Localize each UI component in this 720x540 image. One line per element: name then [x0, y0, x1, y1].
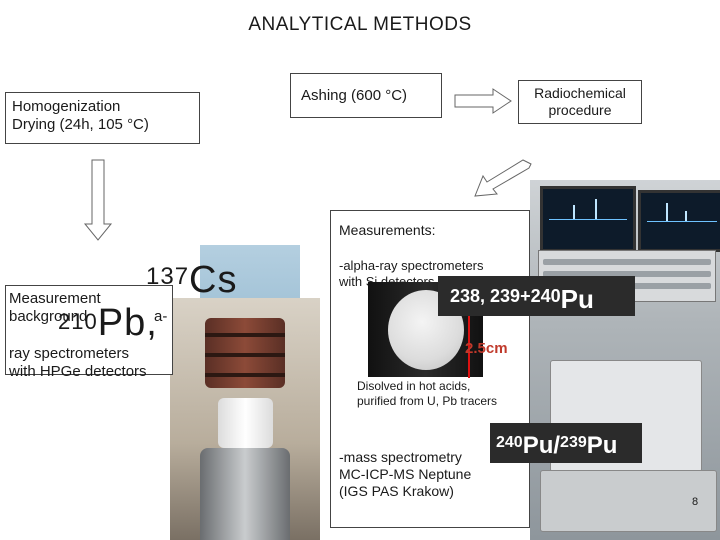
gamma-line1: Measurement [9, 290, 101, 307]
pu-isotopes-label: 238, 239+240Pu [438, 276, 635, 316]
gamma-measurement-box: Measurement background ray spectrometers… [5, 285, 173, 380]
mass-spectrometry-text: -mass spectrometry MC-ICP-MS Neptune (IG… [339, 449, 471, 500]
arrow-homogenization-down [83, 159, 113, 241]
gamma-line3: ray spectrometers [9, 345, 130, 362]
mass-line1: -mass spectrometry [339, 449, 462, 465]
cs137-label: 137Cs [146, 259, 238, 301]
lab-instruments-photo [530, 180, 720, 540]
gamma-line4: with HPGe detectors [9, 363, 147, 380]
hpge-detector-photo [170, 298, 320, 540]
spectrum-monitor-2 [638, 190, 720, 252]
ashing-box: Ashing (600 °C) [290, 73, 442, 118]
mass-line3: (IGS PAS Krakow) [339, 483, 454, 499]
dissolved-text: Disolved in hot acids, purified from U, … [357, 379, 497, 409]
pu-ratio-label: 240Pu/239Pu [490, 423, 642, 463]
ashing-label: Ashing (600 °C) [301, 87, 408, 104]
homogenization-line2: Drying (24h, 105 °C) [12, 116, 149, 133]
spectrum-monitor-1 [540, 186, 636, 252]
gamma-fragment: a- [154, 308, 168, 325]
pb210-label: 210Pb, [58, 302, 158, 344]
page-number: 8 [692, 496, 699, 508]
detector-cryostat [200, 448, 290, 540]
scale-bar [468, 300, 470, 378]
dissolved-line1: Disolved in hot acids, [357, 379, 471, 393]
gamma-line2: background [9, 308, 88, 325]
radiochemical-line2: procedure [548, 102, 612, 118]
page-title: ANALYTICAL METHODS [248, 14, 472, 35]
mass-spectrometer-base [540, 470, 717, 532]
arrow-ashing-to-radiochemical [454, 88, 512, 114]
arrow-radiochemical-to-measurements [474, 159, 532, 197]
alpha-line1: -alpha-ray spectrometers [339, 258, 484, 273]
measurements-heading: Measurements: [339, 222, 436, 238]
mass-line2: MC-ICP-MS Neptune [339, 466, 472, 482]
homogenization-line1: Homogenization [12, 98, 121, 115]
lead-shield [205, 318, 285, 388]
homogenization-box: Homogenization Drying (24h, 105 °C) [5, 92, 200, 144]
radiochemical-line1: Radiochemical [534, 85, 626, 101]
scale-label: 2.5cm [465, 340, 508, 357]
dissolved-line2: purified from U, Pb tracers [357, 394, 498, 408]
radiochemical-box: Radiochemical procedure [518, 80, 642, 124]
sample-container [218, 398, 273, 448]
